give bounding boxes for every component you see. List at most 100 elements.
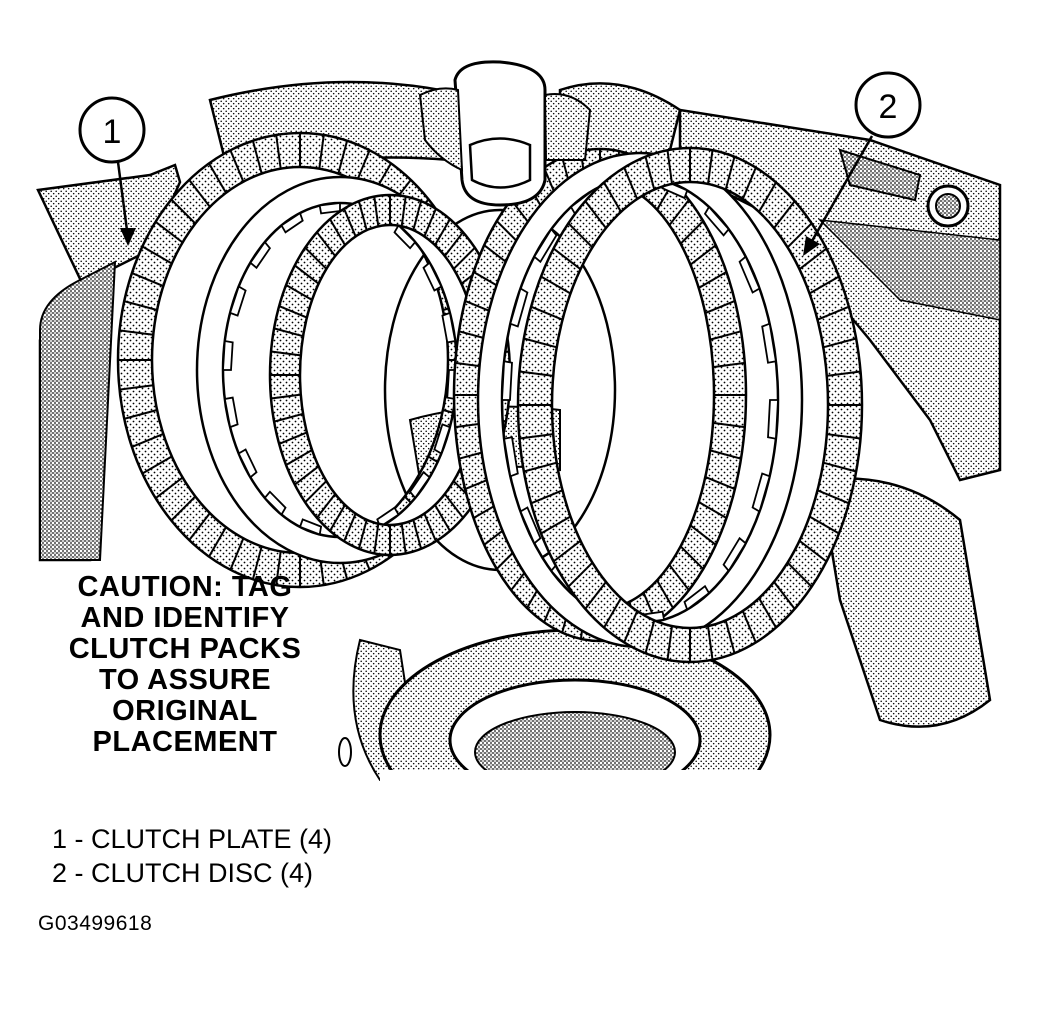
friction-groove (285, 449, 313, 466)
plate-tooth (422, 261, 443, 292)
plate-tooth (501, 360, 513, 401)
plate-tooth (761, 322, 777, 364)
friction-groove (412, 519, 423, 550)
plate-tooth (376, 506, 400, 529)
friction-groove (603, 181, 622, 213)
friction-groove (304, 246, 328, 270)
plate-tooth (263, 490, 287, 517)
friction-groove (603, 597, 622, 629)
friction-groove (123, 300, 158, 311)
friction-groove (357, 200, 368, 231)
friction-groove (412, 200, 423, 231)
friction-groove (704, 299, 736, 315)
friction-groove (786, 222, 813, 249)
friction-groove (278, 431, 308, 445)
friction-groove (251, 140, 263, 174)
clutch-rings (116, 131, 864, 664)
friction-groove (552, 540, 582, 563)
friction-groove (584, 581, 607, 610)
plate-tooth (519, 506, 542, 545)
friction-groove (773, 581, 796, 610)
friction-groove (530, 305, 563, 321)
friction-groove (656, 579, 674, 609)
friction-groove (141, 455, 173, 475)
caution-line: ORIGINAL (112, 695, 258, 727)
friction-groove (141, 245, 173, 265)
friction-groove (523, 337, 557, 349)
callout-1-number: 1 (103, 113, 122, 151)
friction-groove (357, 519, 368, 550)
friction-groove (270, 350, 301, 357)
friction-groove (817, 305, 850, 321)
friction-groove (689, 244, 717, 266)
plate-tooth (408, 470, 431, 500)
friction-groove (154, 476, 184, 499)
plate-tooth (433, 423, 452, 455)
friction-groove (724, 156, 736, 190)
plate-tooth (298, 518, 323, 536)
friction-groove (567, 561, 594, 588)
friction-groove (316, 493, 336, 519)
figure-id: G03499618 (38, 912, 153, 935)
friction-groove (229, 149, 245, 183)
friction-groove (809, 275, 840, 295)
friction-groove (679, 545, 704, 570)
friction-groove (343, 513, 357, 542)
friction-groove (552, 247, 582, 270)
friction-groove (329, 218, 346, 246)
friction-groove (318, 134, 325, 169)
plate-tooth (767, 399, 779, 440)
friction-groove (817, 489, 850, 505)
friction-groove (170, 198, 197, 225)
plate-tooth (683, 584, 711, 612)
friction-groove (826, 370, 861, 377)
friction-groove (823, 337, 857, 349)
callout-1: 1 (78, 96, 146, 246)
friction-groove (188, 179, 211, 208)
friction-groove (712, 361, 745, 369)
friction-groove (154, 221, 184, 244)
friction-groove (712, 421, 745, 429)
friction-groove (251, 546, 263, 580)
plate-tooth (393, 223, 417, 250)
friction-groove (758, 597, 777, 629)
plate-tooth (318, 201, 341, 215)
friction-groove (668, 199, 690, 226)
friction-groove (826, 433, 861, 440)
friction-groove (285, 284, 313, 301)
friction-groove (724, 620, 736, 654)
friction-groove (798, 540, 828, 563)
friction-groove (689, 524, 717, 546)
friction-groove (208, 162, 227, 194)
friction-groove (373, 196, 380, 227)
friction-groove (679, 220, 704, 245)
friction-groove (278, 305, 308, 319)
friction-groove (707, 150, 714, 185)
caution-line: PLACEMENT (92, 726, 278, 758)
friction-groove (666, 625, 673, 660)
friction-groove (294, 465, 320, 486)
friction-groove (273, 327, 304, 338)
friction-groove (741, 167, 757, 200)
friction-groove (823, 461, 857, 473)
friction-groove (400, 523, 407, 554)
friction-groove (423, 208, 437, 237)
friction-groove (809, 515, 840, 535)
friction-groove (798, 247, 828, 270)
friction-groove (294, 264, 320, 285)
friction-groove (709, 330, 742, 341)
friction-groove (519, 433, 554, 440)
friction-groove (698, 271, 727, 289)
plate-tooth (703, 205, 730, 237)
friction-groove (343, 208, 357, 237)
friction-groove (741, 610, 757, 643)
plate-tooth (533, 227, 558, 264)
legend-item-clutch-plate: 1 - CLUTCH PLATE (4) (52, 824, 333, 854)
friction-groove (758, 181, 777, 213)
friction-groove (123, 409, 158, 420)
plate-tooth (280, 211, 304, 234)
friction-groove (623, 167, 639, 200)
friction-groove (434, 218, 451, 246)
friction-groove (355, 149, 371, 183)
